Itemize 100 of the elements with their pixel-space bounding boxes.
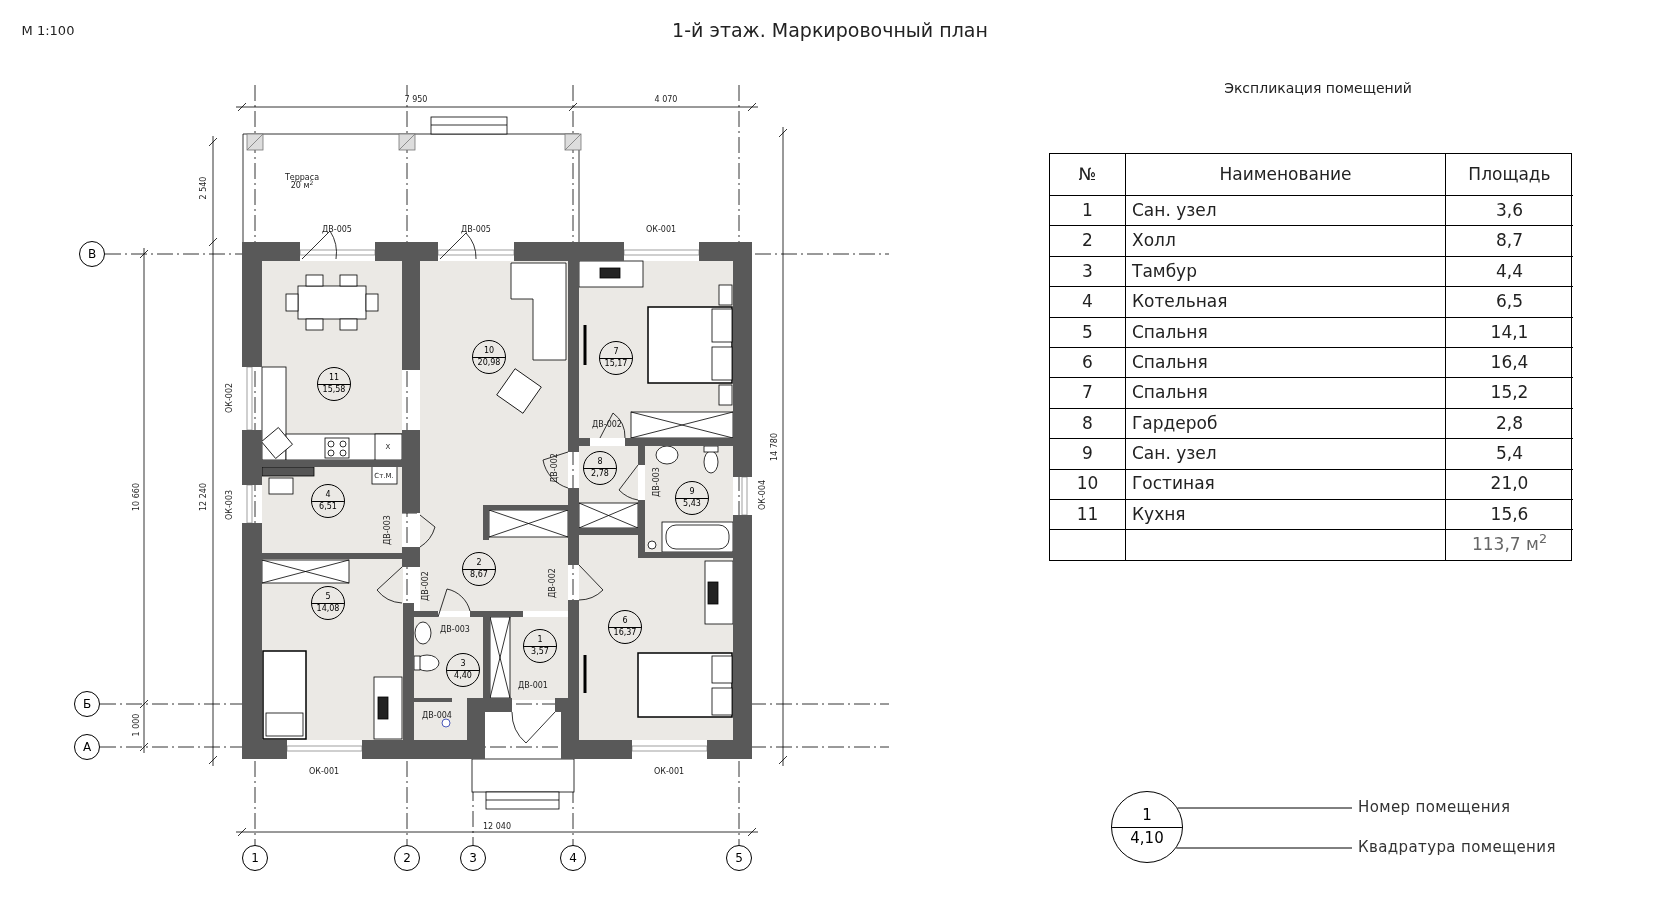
legend-text: Квадратура помещения: [1358, 840, 1556, 855]
axis-label: 2: [403, 852, 411, 864]
door-mark: ДВ-004: [422, 712, 452, 720]
axis-label: Б: [82, 698, 92, 710]
room-area: 20,98: [477, 359, 501, 368]
leader-line: [1175, 847, 1353, 849]
door-mark: ДВ-003: [440, 626, 470, 634]
door-mark: ДВ-001: [518, 682, 548, 690]
table-cell: 2: [1050, 225, 1126, 256]
axis-label: 3: [469, 852, 477, 864]
room-number: 6: [622, 616, 628, 625]
door-mark: ДВ-002: [422, 571, 430, 601]
table-cell: 4: [1050, 286, 1126, 317]
room-number: 9: [689, 487, 695, 496]
table-title: Экспликация помещений: [1224, 81, 1412, 95]
room-number: 1: [537, 635, 543, 644]
table-cell: Спальня: [1126, 316, 1446, 347]
legend-text: Номер помещения: [1358, 800, 1511, 815]
door-mark: ДВ-002: [592, 421, 622, 429]
room-number: 7: [613, 347, 619, 356]
diagram-title: 1-й этаж. Маркировочный план: [672, 17, 988, 43]
room-area: 8,67: [470, 571, 488, 580]
dimension-text: 12 240: [200, 483, 208, 511]
header-cell: №: [1050, 154, 1126, 195]
table-cell: 15,6: [1446, 498, 1573, 530]
table-cell: 11: [1050, 498, 1126, 530]
room-label: Терраса 20 м$^{2}$: [283, 174, 321, 190]
door-mark: ДВ-005: [461, 226, 491, 234]
room-number: 10: [483, 346, 495, 355]
table-cell: 9: [1050, 438, 1126, 469]
table-cell: 10: [1050, 468, 1126, 499]
axis-label: 1: [251, 852, 259, 864]
table-cell: 3: [1050, 255, 1126, 287]
window-mark: ОК-004: [759, 479, 767, 511]
door-mark: ДВ-002: [551, 453, 559, 483]
table-cell: Спальня: [1126, 346, 1446, 378]
room-area: 5,43: [683, 500, 701, 509]
dimension-text: 4 070: [654, 96, 678, 104]
window-mark: ОК-001: [653, 768, 685, 776]
room-area: 14,08: [316, 605, 340, 614]
room-number: 8: [597, 457, 603, 466]
table-cell: Котельная: [1126, 286, 1446, 317]
window-mark: ОК-001: [645, 226, 677, 234]
room-marker: [311, 586, 345, 620]
door-mark: ДВ-003: [653, 467, 661, 497]
room-number: 11: [328, 373, 340, 382]
table-cell: 21,0: [1446, 468, 1573, 499]
leader-line: [1177, 807, 1353, 809]
dimension-text: 14 780: [771, 433, 779, 461]
room-area: 16,37: [613, 629, 637, 638]
table-cell: 15,2: [1446, 377, 1573, 408]
axis-label: 5: [735, 852, 743, 864]
room-area: 6,51: [319, 503, 337, 512]
header-cell: Наименование: [1126, 154, 1446, 195]
room-number: 4: [325, 490, 331, 499]
table-cell: Тамбур: [1126, 255, 1446, 287]
table-cell: 5,4: [1446, 438, 1573, 469]
room-area: 15,58: [322, 386, 346, 395]
window-mark: ОК-001: [308, 768, 340, 776]
dimension-text: 7 950: [404, 96, 428, 104]
axis-label: 4: [569, 852, 577, 864]
window-mark: ОК-002: [226, 382, 234, 414]
table-cell: Кухня: [1126, 498, 1446, 530]
room-number: 1: [1142, 807, 1152, 823]
table-cell: Гардероб: [1126, 407, 1446, 439]
table-cell: 1: [1050, 195, 1126, 226]
table-cell: 6: [1050, 346, 1126, 378]
table-cell: 8: [1050, 407, 1126, 439]
table-cell: Сан. узел: [1126, 438, 1446, 469]
door-mark: ДВ-003: [384, 515, 392, 545]
room-area: 15,17: [604, 360, 628, 369]
table-cell: 4,4: [1446, 255, 1573, 287]
room-area: 3,57: [531, 648, 549, 657]
table-cell: 8,7: [1446, 225, 1573, 256]
room-area: 2,78: [591, 470, 609, 479]
header-cell-text: Площадь: [1467, 162, 1552, 186]
table-cell: 14,1: [1446, 316, 1573, 347]
door-mark: ДВ-002: [549, 568, 557, 598]
window-mark: ОК-003: [226, 489, 234, 521]
table-cell: 6,5: [1446, 286, 1573, 317]
room-number: 3: [460, 659, 466, 668]
dimension-text: 12 040: [483, 823, 511, 831]
scale-note: М 1:100: [21, 23, 75, 37]
room-area: 4,10: [1130, 831, 1164, 847]
table-cell: 3,6: [1446, 195, 1573, 226]
room-number: 2: [476, 558, 482, 567]
table-cell: Холл: [1126, 225, 1446, 256]
table-cell: 5: [1050, 316, 1126, 347]
door-mark: ДВ-005: [322, 226, 352, 234]
dimension-text: 10 660: [133, 483, 141, 511]
table-cell: Спальня: [1126, 377, 1446, 408]
table-cell: 7: [1050, 377, 1126, 408]
dimension-text: 1 000: [133, 713, 141, 737]
dimension-text: 2 540: [200, 176, 208, 200]
table-cell: Гостиная: [1126, 468, 1446, 499]
table-cell: Сан. узел: [1126, 195, 1446, 226]
room-area: 4,40: [454, 672, 472, 681]
table-cell: 113,7 м$^{2}$: [1446, 529, 1573, 560]
axis-label: В: [87, 248, 97, 260]
table-cell: 2,8: [1446, 407, 1573, 439]
